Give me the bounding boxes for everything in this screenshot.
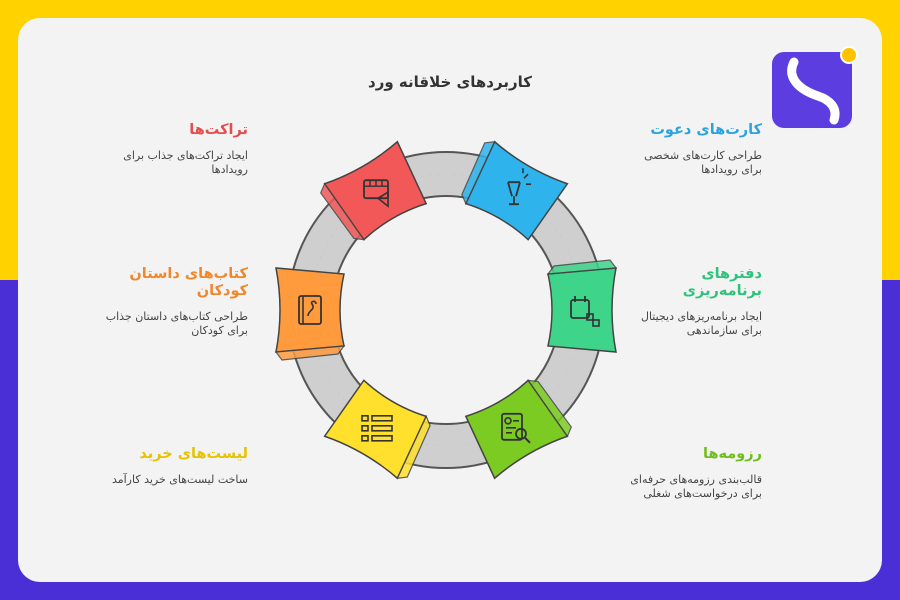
logo-dot [840, 46, 858, 64]
cycle-segment [274, 267, 346, 361]
brand-logo [772, 46, 858, 128]
item-description: قالب‌بندی رزومه‌های حرفه‌ای برای درخواست… [630, 473, 762, 500]
item-heading: تراکت‌ها [189, 122, 248, 138]
content-card [18, 18, 882, 582]
cycle-segment [461, 140, 569, 241]
item-shopping-lists: لیست‌های خرید ساخت لیست‌های خرید کارآمد [98, 446, 248, 487]
storybook-icon [298, 295, 322, 325]
flyer-megaphone-icon [363, 179, 389, 208]
cycle-segment [320, 140, 428, 241]
item-heading: رزومه‌ها [703, 446, 762, 462]
item-description: ایجاد تراکت‌های جذاب برای رویدادها [123, 149, 248, 176]
resume-search-icon [501, 412, 531, 444]
item-resumes: رزومه‌ها قالب‌بندی رزومه‌های حرفه‌ای برا… [620, 446, 762, 501]
cycle-segment [323, 379, 431, 480]
item-description: طراحی کتاب‌های داستان جذاب برای کودکان [105, 310, 248, 337]
item-heading: کتاب‌های داستان کودکان [129, 266, 248, 299]
item-description: ساخت لیست‌های خرید کارآمد [111, 473, 248, 486]
item-description: طراحی کارت‌های شخصی برای رویدادها [644, 149, 762, 176]
item-heading: دفترهای برنامه‌ریزی [682, 266, 762, 299]
item-description: ایجاد برنامه‌ریزهای دیجیتال برای سازماند… [640, 310, 762, 337]
cycle-segment [464, 379, 572, 480]
cycle-segment [546, 259, 618, 353]
item-flyers: تراکت‌ها ایجاد تراکت‌های جذاب برای رویدا… [98, 122, 248, 177]
item-storybooks: کتاب‌های داستان کودکان طراحی کتاب‌های دا… [98, 266, 248, 338]
diagram-title: کاربردهای خلاقانه ورد [368, 73, 532, 91]
item-planners: دفترهای برنامه‌ریزی ایجاد برنامه‌ریزهای … [620, 266, 762, 338]
item-heading: کارت‌های دعوت [650, 122, 762, 138]
item-invitation-cards: کارت‌های دعوت طراحی کارت‌های شخصی برای ر… [620, 122, 762, 177]
champagne-icon [507, 168, 531, 206]
list-icon [361, 414, 393, 442]
calendar-icon [570, 296, 600, 327]
item-heading: لیست‌های خرید [139, 446, 248, 462]
